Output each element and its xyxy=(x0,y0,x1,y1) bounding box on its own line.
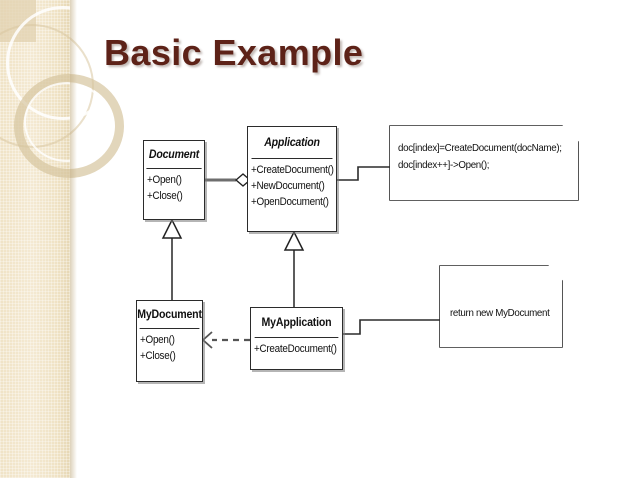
uml-class-document-operations: +Open() +Close() xyxy=(144,169,204,207)
uml-class-mydocument-operations: +Open() +Close() xyxy=(137,329,202,367)
uml-note-line: return new MyDocument xyxy=(450,307,550,319)
uml-note-line: doc[index]=CreateDocument(docName); xyxy=(398,142,562,154)
aggregation-application-document xyxy=(205,173,252,187)
uml-operation: +Open() xyxy=(140,334,175,346)
uml-note-line: doc[index++]->Open(); xyxy=(398,159,490,171)
page-title: Basic Example xyxy=(104,32,364,73)
uml-note-create-open[interactable]: doc[index]=CreateDocument(docName); doc[… xyxy=(390,126,578,200)
uml-operation: +NewDocument() xyxy=(251,180,325,192)
uml-class-application-name: Application xyxy=(251,127,333,159)
uml-class-document-name: Document xyxy=(146,141,202,169)
uml-class-application-operations: +CreateDocument() +NewDocument() +OpenDo… xyxy=(248,159,336,213)
uml-class-mydocument-name: MyDocument xyxy=(137,301,202,329)
generalization-myapplication-application xyxy=(283,230,305,307)
uml-operation: +Close() xyxy=(140,350,176,362)
dependency-myapplication-mydocument xyxy=(201,331,250,349)
uml-class-myapplication-name: MyApplication xyxy=(254,308,339,338)
uml-class-document[interactable]: Document +Open() +Close() xyxy=(143,140,205,220)
uml-note-return-mydocument[interactable]: return new MyDocument xyxy=(440,266,562,347)
note-anchor-myapplication xyxy=(343,319,440,335)
decorative-ring-thick xyxy=(14,74,124,178)
uml-operation: +CreateDocument() xyxy=(251,164,334,176)
decorative-side-band xyxy=(0,0,124,478)
uml-class-myapplication[interactable]: MyApplication +CreateDocument() xyxy=(250,307,343,370)
generalization-mydocument-document xyxy=(161,218,183,300)
uml-class-myapplication-operations: +CreateDocument() xyxy=(251,338,342,360)
uml-class-mydocument[interactable]: MyDocument +Open() +Close() xyxy=(136,300,203,382)
side-band-shadow xyxy=(70,0,77,478)
uml-operation: +CreateDocument() xyxy=(254,343,337,355)
note-anchor-application xyxy=(337,166,390,181)
uml-operation: +OpenDocument() xyxy=(251,196,329,208)
decorative-ring-inner xyxy=(24,82,110,162)
uml-class-application[interactable]: Application +CreateDocument() +NewDocume… xyxy=(247,126,337,232)
uml-operation: +Open() xyxy=(147,174,182,186)
uml-operation: +Close() xyxy=(147,190,183,202)
